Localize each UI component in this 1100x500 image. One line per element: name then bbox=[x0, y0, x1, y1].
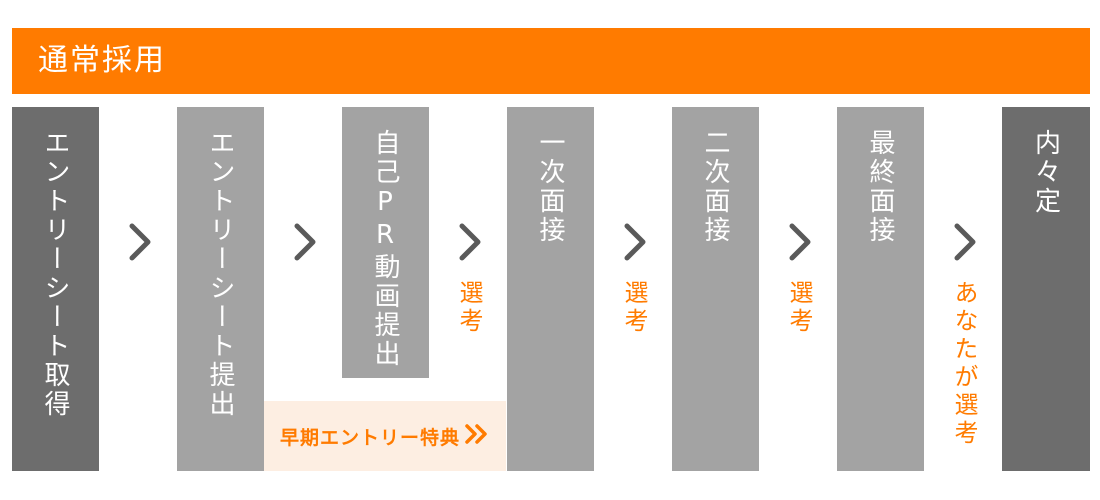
chevron-right-icon bbox=[122, 220, 158, 264]
step-label: 最終面接 bbox=[865, 129, 895, 245]
step-label: エントリーシート提出 bbox=[205, 129, 235, 419]
step-informal-offer: 内々定 bbox=[1002, 107, 1090, 471]
header-banner: 通常採用 bbox=[12, 28, 1090, 94]
chevron-right-icon bbox=[287, 220, 323, 264]
selection-label: 選考 bbox=[785, 280, 813, 336]
step-final-interview: 最終面接 bbox=[837, 107, 924, 471]
selection-label: あなたが選考 bbox=[950, 280, 978, 448]
early-entry-bonus-label: 早期エントリー特典 bbox=[279, 426, 460, 449]
step-entry-sheet-request: エントリーシート取得 bbox=[12, 107, 99, 471]
step-first-interview: 一次面接 bbox=[507, 107, 594, 471]
step-label: 二次面接 bbox=[700, 129, 730, 245]
chevron-right-icon bbox=[947, 220, 983, 264]
step-label: 自己PR動画提出 bbox=[370, 129, 400, 369]
step-second-interview: 二次面接 bbox=[672, 107, 759, 471]
chevron-right-icon bbox=[782, 220, 818, 264]
double-chevron-right-icon bbox=[464, 423, 490, 449]
chevron-right-icon bbox=[617, 220, 653, 264]
step-entry-sheet-submit: エントリーシート提出 bbox=[177, 107, 264, 471]
step-label: 一次面接 bbox=[535, 129, 565, 245]
selection-label: 選考 bbox=[455, 280, 483, 336]
early-entry-bonus-banner[interactable]: 早期エントリー特典 bbox=[264, 401, 506, 471]
step-label: 内々定 bbox=[1030, 129, 1061, 216]
chevron-right-icon bbox=[452, 220, 488, 264]
step-self-pr-video: 自己PR動画提出 bbox=[342, 107, 429, 378]
selection-label: 選考 bbox=[620, 280, 648, 336]
step-label: エントリーシート取得 bbox=[40, 129, 70, 419]
page-title: 通常採用 bbox=[38, 43, 166, 78]
